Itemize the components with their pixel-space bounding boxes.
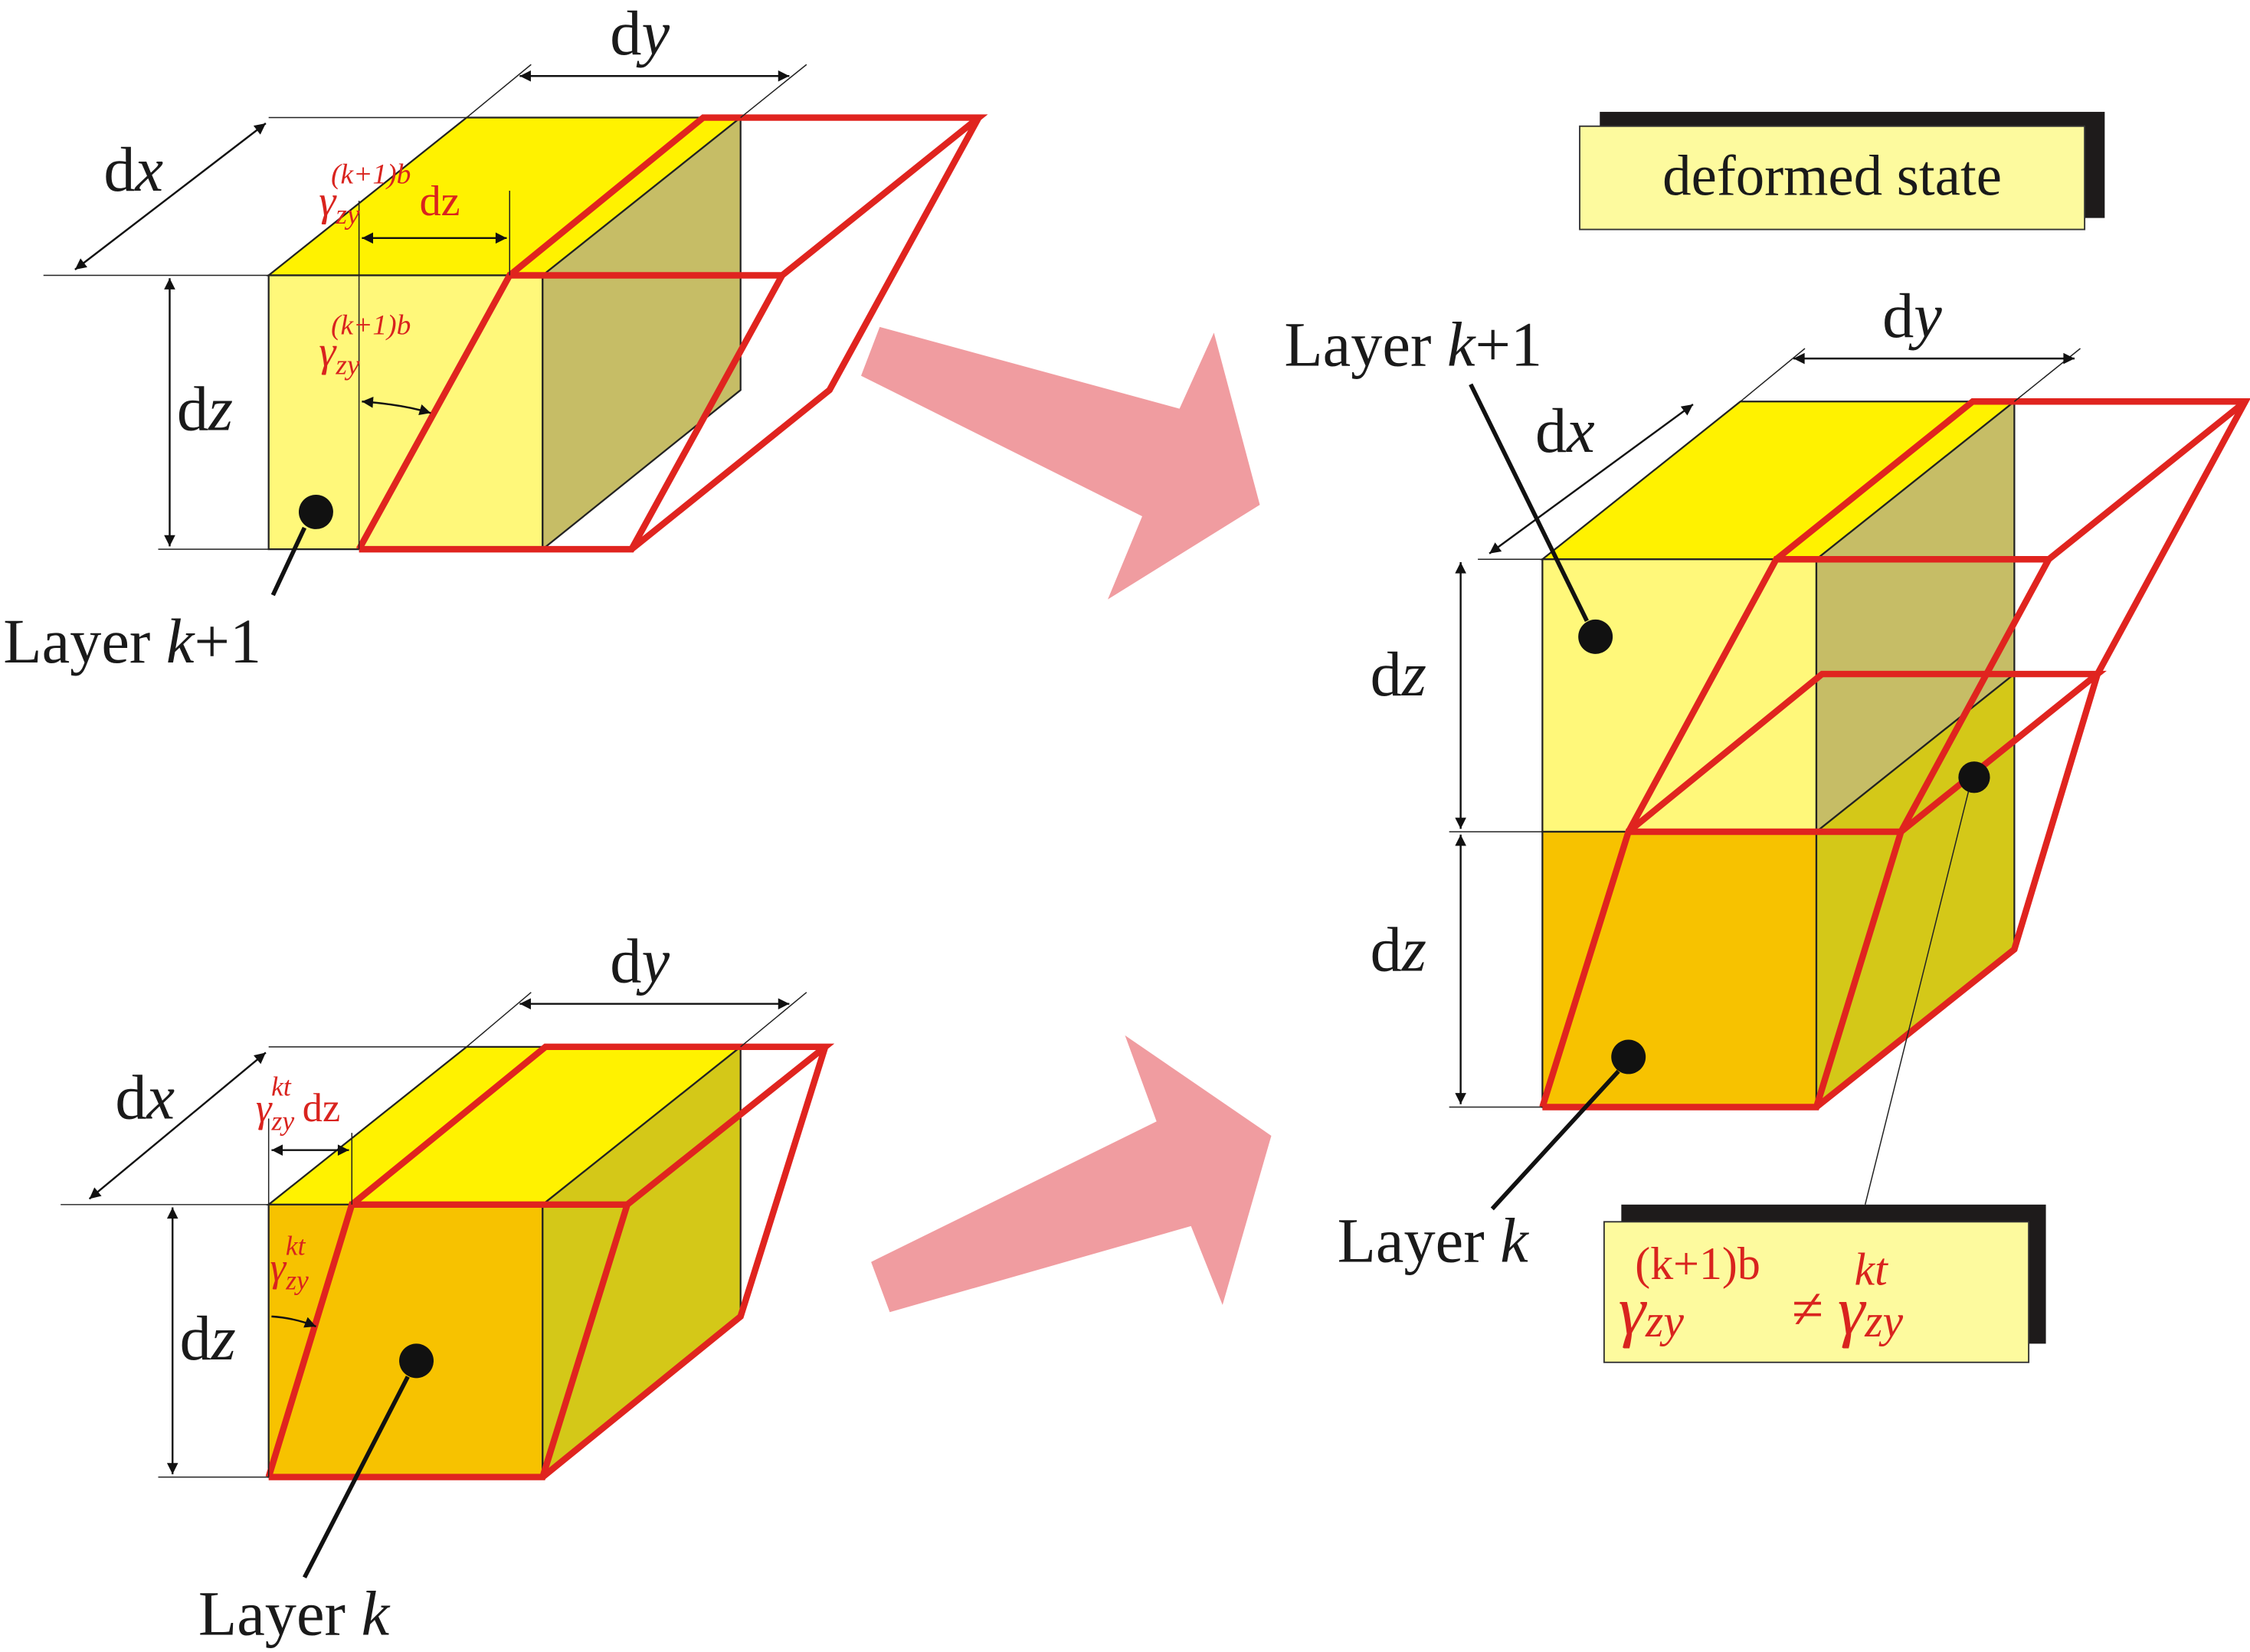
svg-text:dz: dz [1371, 640, 1426, 709]
svg-text:dz: dz [180, 1304, 236, 1373]
block-layer-k [61, 992, 835, 1578]
shear-strain-inequality: γzy(k+1)b≠γzykt [1603, 1204, 2046, 1363]
svg-text:deformed state: deformed state [1662, 145, 2002, 208]
svg-text:dx: dx [1535, 396, 1595, 466]
svg-text:dx: dx [115, 1062, 175, 1132]
svg-text:dz: dz [177, 375, 233, 444]
svg-text:γzy(k+1)b: γzy(k+1)b [319, 309, 411, 381]
svg-text:dx: dx [103, 135, 163, 204]
svg-text:dz: dz [1371, 915, 1426, 985]
svg-text:Layer k+1: Layer k+1 [3, 607, 261, 676]
svg-text:γzy(k+1)bdz: γzy(k+1)bdz [319, 159, 460, 231]
pink-arrow-lower [871, 1035, 1272, 1313]
svg-text:γzy(k+1)b≠γzykt: γzy(k+1)b≠γzykt [1619, 1238, 1904, 1349]
svg-text:Layer k: Layer k [198, 1579, 391, 1649]
block-combined-deformed [1449, 348, 2250, 1211]
svg-text:γzykt: γzykt [270, 1230, 309, 1295]
svg-text:dy: dy [610, 0, 670, 68]
pink-arrow-upper [860, 326, 1260, 600]
svg-text:Layer k+1: Layer k+1 [1284, 309, 1542, 379]
layer-dot [399, 1343, 434, 1379]
deformed-state-label: deformed state [1579, 112, 2105, 231]
layer-dot [1578, 619, 1613, 654]
block-layer-k-plus-1 [43, 64, 988, 597]
layer-dot [299, 494, 333, 529]
layer-dot [1958, 761, 1990, 793]
svg-text:Layer k: Layer k [1338, 1206, 1530, 1276]
layer-dot [1611, 1039, 1646, 1075]
svg-text:dy: dy [610, 927, 670, 996]
svg-text:dy: dy [1882, 281, 1942, 351]
